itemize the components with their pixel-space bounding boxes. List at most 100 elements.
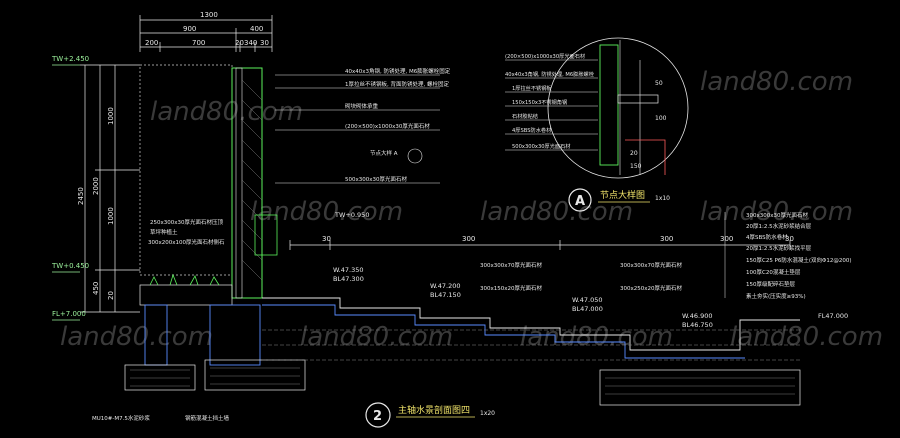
elev-label: W.47.350 <box>333 266 364 274</box>
wall-label: 节点大样 A <box>370 149 398 157</box>
dim-200: 200 <box>145 39 158 47</box>
wall-annotations: 40x40x3角钢, 防锈处理, M6膨胀螺栓固定 1厚拉丝不锈钢板, 背面防锈… <box>275 67 451 184</box>
detail-label: 1厚拉丝不锈钢板 <box>512 84 552 92</box>
detail-a: (200×500)x1000x30厚光面石材 40x40x3角钢, 防锈处理, … <box>505 37 689 179</box>
wall-label: 500x300x30厚光面石材 <box>345 175 408 183</box>
tw-top-label: TW+2.450 <box>51 55 89 63</box>
mid-layer: 300x300x70厚光面石材 <box>620 261 683 269</box>
elevation-labels: TW+0.950 W.47.350 BL47.300 W.47.200 BL47… <box>333 211 848 329</box>
detail-dim: 150 <box>630 163 642 170</box>
watermark: land80.com <box>480 197 633 227</box>
left-dimensions <box>80 64 140 313</box>
right-layer: 150厚C25 P6防水混凝土(双向Φ12@200) <box>746 256 852 264</box>
right-layer: 20厚1:2.5水泥砂浆结合层 <box>746 222 812 230</box>
step-dimensions: 30 300 300 300 30 <box>289 235 794 250</box>
fl-label: FL+7.000 <box>52 310 86 318</box>
detail-title: A 节点大样图 1x10 <box>568 188 670 212</box>
main-title: 2 主轴水景剖面图四 1x20 <box>365 402 495 428</box>
main-title-text: 主轴水景剖面图四 <box>398 404 470 416</box>
dim-450: 450 <box>92 282 100 295</box>
detail-title-text: 节点大样图 <box>600 189 645 201</box>
left-note: 钢筋混凝土挡土墙 <box>185 414 230 422</box>
step-dim-30b: 30 <box>785 235 794 243</box>
dim-1000a: 1000 <box>107 107 115 125</box>
watermark: land80.com <box>700 197 853 227</box>
right-layer: 4厚SBS防水卷材 <box>746 233 788 241</box>
level-markers: TW+2.450 TW+0.450 FL+7.000 <box>51 55 89 321</box>
elev-label: FL47.000 <box>818 312 848 320</box>
detail-label: 石材胶粘结 <box>512 112 538 120</box>
left-notes: 250x300x30厚光面石材压顶 草坪种植土 300x200x100厚光面石材… <box>92 218 230 422</box>
watermark: land80.com <box>520 322 673 352</box>
detail-scale: 1x10 <box>655 195 670 202</box>
dim-400: 400 <box>250 25 263 33</box>
mid-layer-notes: 300x300x70厚光面石材 300x150x20厚光面石材 300x300x… <box>480 261 683 292</box>
right-layer: 150厚级配碎石垫层 <box>746 280 795 288</box>
wall-label: 40x40x3角钢, 防锈处理, M6膨胀螺栓固定 <box>345 67 451 75</box>
left-note: 250x300x30厚光面石材压顶 <box>150 218 224 226</box>
watermark: land80.com <box>730 322 883 352</box>
dim-700: 700 <box>192 39 205 47</box>
wall-label: 砌块砌体承重 <box>345 102 379 110</box>
step-dim-300a: 300 <box>462 235 475 243</box>
dim-2450: 2450 <box>77 187 85 205</box>
left-planter <box>124 273 306 391</box>
detail-label: 150x150x3不锈钢角钢 <box>512 98 567 106</box>
elev-label: TW+0.950 <box>334 211 369 219</box>
dim-1000b: 1000 <box>107 207 115 225</box>
step-dim-300c: 300 <box>720 235 733 243</box>
dim-30: 30 <box>260 39 269 47</box>
detail-dim: 20 <box>630 150 638 157</box>
elev-label: BL47.150 <box>430 291 461 299</box>
wall <box>231 67 278 299</box>
dim-900: 900 <box>183 25 196 33</box>
top-dim-labels: 1300 900 400 200 700 20 340 30 <box>145 11 269 47</box>
right-layer: 300x300x30厚光面石材 <box>746 211 809 219</box>
top-dimensions <box>139 15 273 52</box>
right-layer: 素土夯实(压实度≥93%) <box>746 292 806 300</box>
detail-marker: A <box>575 194 585 209</box>
right-layer-notes: 300x300x30厚光面石材 20厚1:2.5水泥砂浆结合层 4厚SBS防水卷… <box>724 211 852 300</box>
left-dim-labels: 2450 2000 1000 1000 450 20 <box>77 107 115 300</box>
dim-total: 1300 <box>200 11 218 19</box>
watermark: land80.com <box>150 97 303 127</box>
right-layer: 20厚1:2.5水泥砂浆找平层 <box>746 244 812 252</box>
detail-label: 500x300x30厚光面石材 <box>512 142 570 150</box>
watermark: land80.com <box>250 197 403 227</box>
mid-layer: 300x300x70厚光面石材 <box>480 261 543 269</box>
step-dim-300b: 300 <box>660 235 673 243</box>
watermark: land80.com <box>60 322 213 352</box>
elev-label: BL47.000 <box>572 305 603 313</box>
main-scale: 1x20 <box>480 410 495 417</box>
main-marker: 2 <box>373 409 382 424</box>
detail-dim: 100 <box>655 115 667 122</box>
left-note: 300x200x100厚光面石材侧石 <box>148 238 225 246</box>
wall-label: 1厚拉丝不锈钢板, 背面防锈处理, 螺栓固定 <box>345 80 449 88</box>
watermarks: land80.com land80.com land80.com land80.… <box>60 67 883 352</box>
dim-20-left: 20 <box>107 291 115 300</box>
mid-layer: 300x150x20厚光面石材 <box>480 284 543 292</box>
dim-20: 20 <box>235 39 244 47</box>
elev-label: W.46.900 <box>682 312 713 320</box>
elev-label: W.47.200 <box>430 282 461 290</box>
tw-mid-label: TW+0.450 <box>51 262 89 270</box>
left-note: MU10#-M7.5水泥砂浆 <box>92 414 150 422</box>
right-layer: 100厚C20混凝土垫层 <box>746 268 801 276</box>
mid-layer: 300x250x20厚光面石材 <box>620 284 683 292</box>
wall-label: (200×500)x1000x30厚光面石材 <box>345 122 430 130</box>
watermark: land80.com <box>700 67 853 97</box>
detail-label: 4厚SBS防水卷材 <box>512 126 551 134</box>
detail-label: (200×500)x1000x30厚光面石材 <box>505 52 585 60</box>
left-note: 草坪种植土 <box>150 228 178 236</box>
elev-label: W.47.050 <box>572 296 603 304</box>
elev-label: BL47.300 <box>333 275 364 283</box>
stepped-section <box>262 297 801 406</box>
dim-2000: 2000 <box>92 177 100 195</box>
watermark: land80.com <box>300 322 453 352</box>
elev-label: BL46.750 <box>682 321 713 329</box>
detail-dim: 50 <box>655 80 663 87</box>
detail-label: 40x40x3角钢, 防锈处理, M6膨胀螺栓 <box>505 70 595 78</box>
dim-340: 340 <box>244 39 257 47</box>
